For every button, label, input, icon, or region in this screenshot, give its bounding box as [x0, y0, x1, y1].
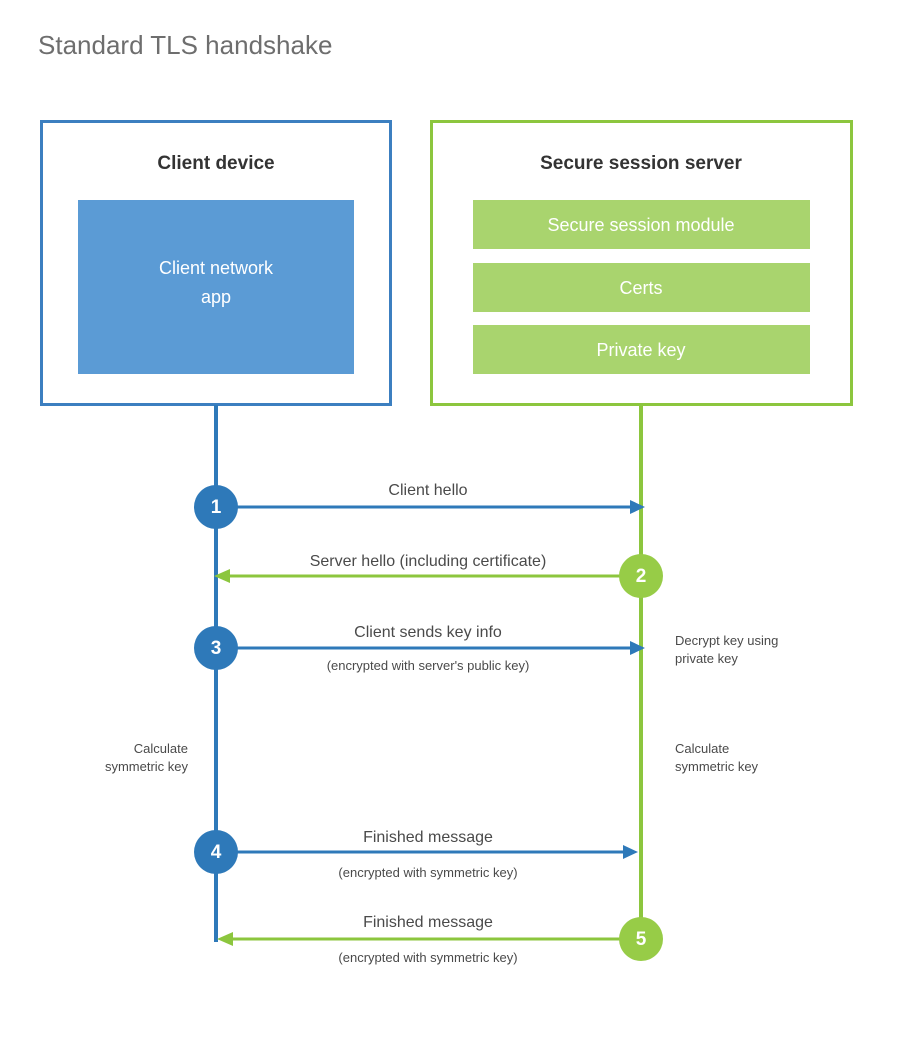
- step-4-group: Finished message (encrypted with symmetr…: [194, 829, 638, 880]
- page-title: Standard TLS handshake: [38, 30, 332, 60]
- step-5-group: Finished message (encrypted with symmetr…: [217, 914, 663, 965]
- step-5-sub-label: (encrypted with symmetric key): [338, 950, 517, 965]
- server-calc-note-line1: Calculate: [675, 741, 729, 756]
- step-2-arrow-head: [214, 569, 230, 583]
- step-2-marker[interactable]: [619, 554, 663, 598]
- calculate-symmetric-key-notes: Calculate symmetric key Calculate symmet…: [105, 741, 759, 774]
- client-lifeline: [214, 405, 218, 942]
- step-4-marker[interactable]: [194, 830, 238, 874]
- server-panel-title: Secure session server: [540, 153, 742, 174]
- step-4-main-label: Finished message: [363, 829, 493, 846]
- client-network-app-box: [78, 200, 354, 374]
- step-5-main-label: Finished message: [363, 914, 493, 931]
- server-calc-note-line2: symmetric key: [675, 759, 759, 774]
- step-3-arrow-head: [630, 641, 645, 655]
- step-5-arrow-head: [217, 932, 233, 946]
- client-device-panel: Client device Client network app: [40, 120, 392, 406]
- step-1-number: 1: [211, 497, 222, 518]
- server-decrypt-note-line1: Decrypt key using: [675, 633, 778, 648]
- step-3-sub-label: (encrypted with server's public key): [327, 658, 530, 673]
- server-module-label-0: Secure session module: [547, 215, 734, 235]
- client-panel-title: Client device: [157, 153, 274, 174]
- server-decrypt-note-line2: private key: [675, 651, 738, 666]
- server-lifeline: [639, 405, 643, 939]
- client-calc-note-line1: Calculate: [134, 741, 188, 756]
- step-2-number: 2: [636, 566, 647, 587]
- step-1-group: Client hello 1: [194, 482, 645, 529]
- server-module-box-1: [473, 263, 810, 312]
- step-2-main-label: Server hello (including certificate): [310, 553, 547, 570]
- step-1-arrow-head: [630, 500, 645, 514]
- step-3-number: 3: [211, 638, 222, 659]
- client-network-app-label-line1: Client network: [159, 258, 274, 278]
- step-5-number: 5: [636, 929, 647, 950]
- client-network-app-label-line2: app: [201, 287, 231, 307]
- step-4-sub-label: (encrypted with symmetric key): [338, 865, 517, 880]
- step-2-group: Server hello (including certificate) 2: [214, 553, 663, 598]
- server-module-box-2: [473, 325, 810, 374]
- step-1-marker[interactable]: [194, 485, 238, 529]
- step-4-arrow-head: [623, 845, 638, 859]
- step-3-main-label: Client sends key info: [354, 624, 502, 641]
- server-module-label-2: Private key: [596, 340, 685, 360]
- server-module-label-1: Certs: [619, 278, 662, 298]
- step-3-marker[interactable]: [194, 626, 238, 670]
- step-5-marker[interactable]: [619, 917, 663, 961]
- client-calc-note-line2: symmetric key: [105, 759, 189, 774]
- step-4-number: 4: [211, 842, 222, 863]
- step-1-main-label: Client hello: [388, 482, 467, 499]
- server-module-box-0: [473, 200, 810, 249]
- secure-session-server-panel: Secure session server Secure session mod…: [430, 120, 853, 406]
- step-3-group: Client sends key info (encrypted with se…: [194, 624, 778, 673]
